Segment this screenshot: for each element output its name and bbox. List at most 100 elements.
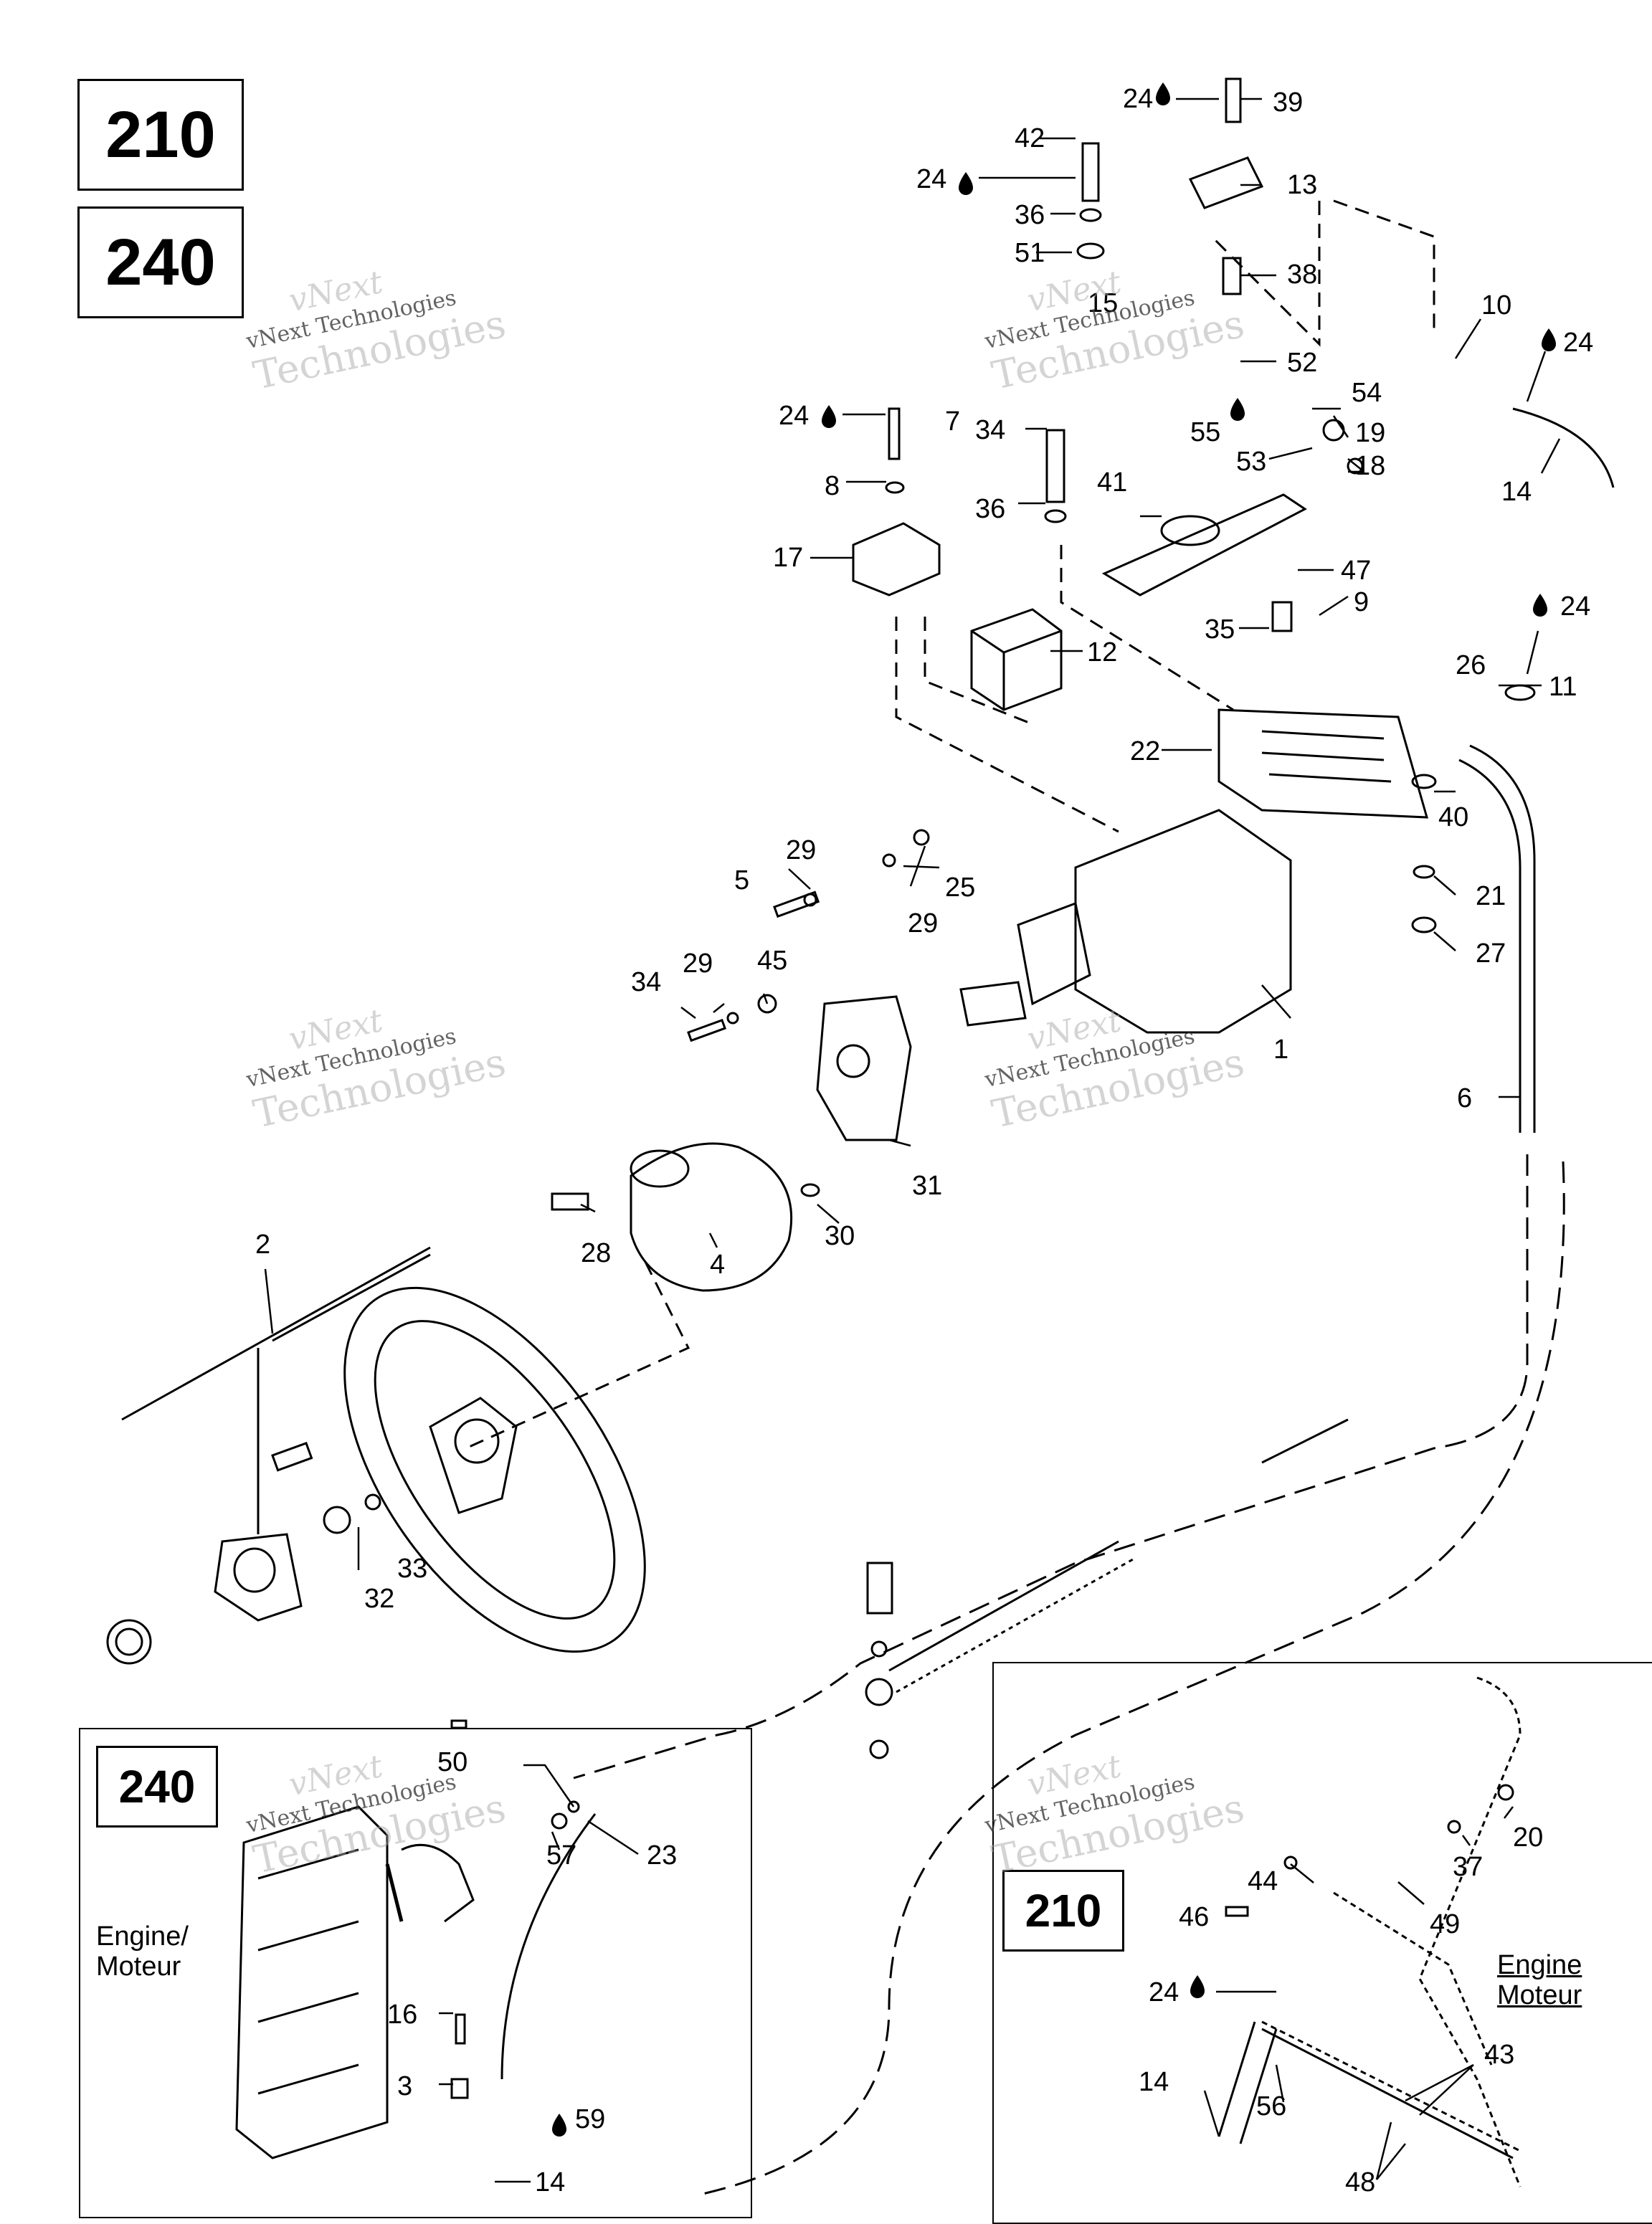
callout-53: 53 bbox=[1236, 447, 1266, 477]
callout-17: 17 bbox=[773, 543, 803, 573]
callout-23: 23 bbox=[647, 1840, 677, 1871]
callout-47: 47 bbox=[1341, 556, 1371, 586]
callout-21: 21 bbox=[1476, 881, 1506, 911]
model-box-210: 210 bbox=[77, 79, 244, 191]
model-label-240: 240 bbox=[105, 225, 216, 299]
callout-45: 45 bbox=[757, 946, 787, 976]
throttle-cable-upper bbox=[1512, 407, 1615, 488]
callout-14: 14 bbox=[1501, 477, 1532, 507]
callout-44: 44 bbox=[1248, 1866, 1278, 1896]
inset-model-label-210: 210 bbox=[1025, 1885, 1102, 1937]
upper-bracket bbox=[1101, 493, 1307, 597]
callout-35: 35 bbox=[1205, 614, 1235, 645]
callout-24: 24 bbox=[779, 401, 809, 431]
callout-27: 27 bbox=[1476, 938, 1506, 969]
callout-26: 26 bbox=[1456, 650, 1486, 680]
inset-model-box-240: 240 bbox=[96, 1746, 218, 1828]
engine-label-210-line1: Engine bbox=[1497, 1950, 1582, 1980]
callout-40: 40 bbox=[1438, 802, 1468, 832]
callout-46: 46 bbox=[1179, 1902, 1209, 1932]
callout-11: 11 bbox=[1549, 672, 1577, 702]
callout-51: 51 bbox=[1015, 238, 1045, 268]
callout-1: 1 bbox=[1273, 1035, 1288, 1065]
callout-3: 3 bbox=[397, 2071, 412, 2101]
callout-56: 56 bbox=[1256, 2091, 1286, 2121]
steering-hub bbox=[630, 1142, 793, 1292]
engine-label-240: Engine/ Moteur bbox=[96, 1921, 189, 1982]
callout-38: 38 bbox=[1287, 260, 1317, 290]
callout-37: 37 bbox=[1453, 1852, 1483, 1882]
steering-cover bbox=[214, 1533, 303, 1622]
spacer-block bbox=[970, 608, 1063, 711]
callout-24: 24 bbox=[1560, 591, 1590, 622]
callout-13: 13 bbox=[1287, 170, 1317, 200]
callout-28: 28 bbox=[581, 1238, 611, 1268]
callout-43: 43 bbox=[1484, 2040, 1514, 2070]
mount-plate bbox=[816, 995, 912, 1141]
callout-20: 20 bbox=[1513, 1823, 1543, 1853]
callout-18: 18 bbox=[1355, 451, 1385, 481]
callout-7: 7 bbox=[945, 407, 960, 437]
callout-42: 42 bbox=[1015, 123, 1045, 153]
callout-36: 36 bbox=[1015, 200, 1045, 230]
callout-10: 10 bbox=[1481, 290, 1511, 320]
throttle-lever-240 bbox=[401, 1843, 475, 1923]
steering-helm bbox=[959, 809, 1292, 1034]
callout-24: 24 bbox=[1563, 328, 1593, 358]
callout-30: 30 bbox=[825, 1221, 855, 1251]
steering-cable bbox=[1469, 744, 1536, 1133]
callout-31: 31 bbox=[912, 1171, 942, 1201]
callout-34: 34 bbox=[975, 415, 1005, 445]
callout-15: 15 bbox=[1088, 288, 1118, 318]
callout-49: 49 bbox=[1430, 1909, 1460, 1939]
callout-29: 29 bbox=[908, 908, 938, 938]
callout-50: 50 bbox=[437, 1747, 467, 1777]
callout-2: 2 bbox=[255, 1230, 270, 1260]
hardware bbox=[271, 77, 1536, 2099]
cable-spring bbox=[888, 1418, 1349, 1672]
clip-bracket bbox=[852, 522, 941, 597]
callout-4: 4 bbox=[710, 1250, 725, 1280]
callout-8: 8 bbox=[825, 471, 840, 501]
callout-33: 33 bbox=[397, 1554, 427, 1584]
callout-25: 25 bbox=[945, 873, 975, 903]
callout-16: 16 bbox=[387, 2000, 417, 2030]
callout-59: 59 bbox=[575, 2104, 605, 2134]
steering-emblem bbox=[106, 1619, 152, 1665]
callout-5: 5 bbox=[734, 865, 749, 895]
callout-55: 55 bbox=[1190, 417, 1220, 447]
callout-12: 12 bbox=[1087, 637, 1117, 667]
inset-model-box-210: 210 bbox=[1002, 1870, 1124, 1952]
callout-6: 6 bbox=[1457, 1083, 1472, 1113]
engine-label-240-line1: Engine/ bbox=[96, 1921, 189, 1952]
engine-label-210-line2: Moteur bbox=[1497, 1980, 1582, 2010]
callout-32: 32 bbox=[364, 1584, 394, 1614]
support-plate bbox=[1217, 708, 1429, 819]
callout-41: 41 bbox=[1097, 467, 1127, 498]
callout-19: 19 bbox=[1355, 418, 1385, 448]
callout-34: 34 bbox=[631, 967, 661, 997]
callout-24: 24 bbox=[916, 164, 946, 194]
callout-9: 9 bbox=[1354, 587, 1369, 617]
linkage-210 bbox=[1261, 1676, 1522, 2187]
callout-48: 48 bbox=[1345, 2167, 1375, 2197]
engine-label-210: Engine Moteur bbox=[1497, 1950, 1582, 2010]
engine-block-240 bbox=[235, 1805, 389, 2159]
model-box-240: 240 bbox=[77, 206, 244, 318]
callout-54: 54 bbox=[1352, 378, 1382, 408]
callout-29: 29 bbox=[683, 949, 713, 979]
inset-model-label-240: 240 bbox=[118, 1761, 196, 1812]
engine-label-240-line2: Moteur bbox=[96, 1952, 181, 1982]
callout-29: 29 bbox=[786, 835, 816, 865]
callout-24: 24 bbox=[1149, 1977, 1179, 2007]
drop-icons bbox=[552, 82, 1556, 2137]
callout-14: 14 bbox=[1139, 2067, 1169, 2097]
leader-lines bbox=[264, 98, 1561, 2183]
steering-wheel bbox=[343, 1286, 646, 1653]
callout-39: 39 bbox=[1273, 87, 1303, 118]
callout-14: 14 bbox=[535, 2167, 565, 2197]
callout-36: 36 bbox=[975, 494, 1005, 524]
